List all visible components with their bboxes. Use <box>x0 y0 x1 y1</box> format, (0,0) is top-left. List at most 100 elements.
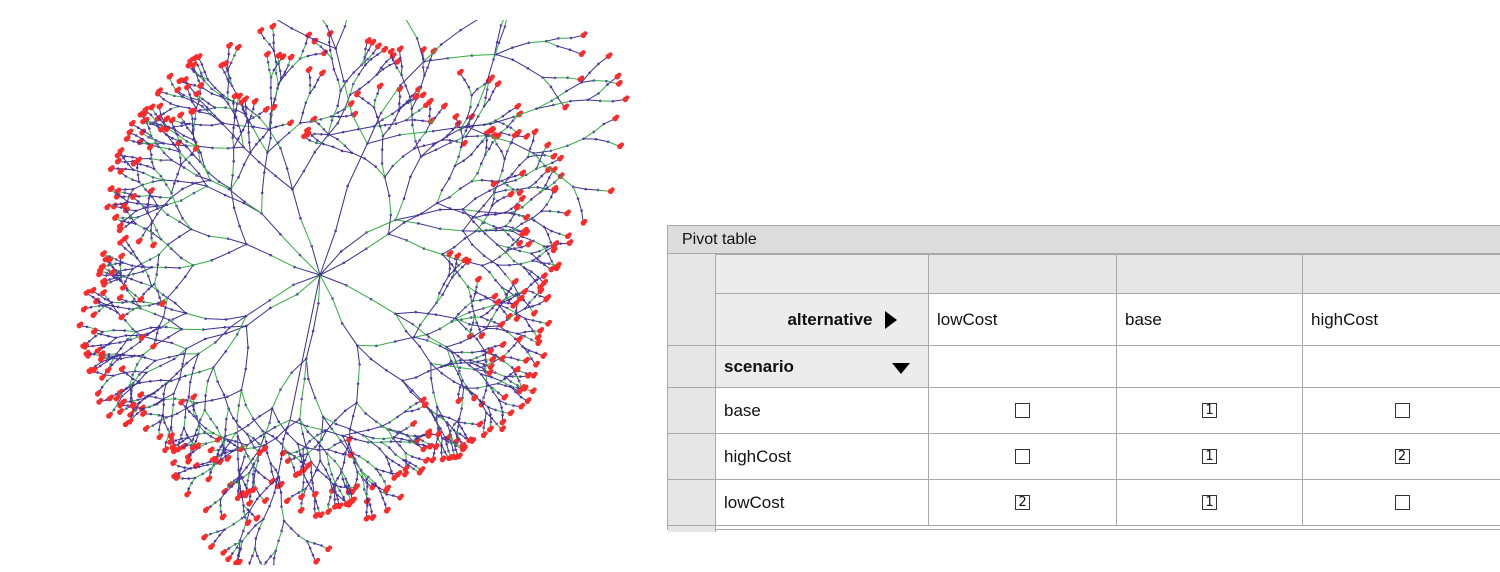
graph-node <box>457 252 462 257</box>
graph-node <box>433 47 438 52</box>
graph-edge <box>261 172 265 193</box>
graph-node <box>247 488 252 493</box>
graph-node <box>272 22 277 27</box>
graph-edge <box>539 152 544 162</box>
graph-edge <box>279 147 288 169</box>
graph-edge <box>491 256 501 263</box>
graph-edge <box>495 115 504 122</box>
graph-edge <box>323 143 334 148</box>
graph-edge <box>543 226 552 232</box>
graph-edge <box>464 230 477 239</box>
graph-node <box>224 60 229 65</box>
graph-edge <box>519 156 529 166</box>
graph-node <box>545 295 550 300</box>
graph-edge <box>199 111 211 115</box>
graph-edge <box>473 328 487 337</box>
graph-edge <box>465 300 474 308</box>
graph-edge <box>451 352 457 362</box>
graph-node <box>519 387 524 392</box>
graph-node <box>141 334 146 339</box>
graph-edge <box>496 143 502 152</box>
graph-edge <box>537 186 547 190</box>
graph-edge <box>470 296 473 307</box>
graph-edge <box>246 243 271 256</box>
graph-node <box>514 278 519 283</box>
graph-node <box>524 384 529 389</box>
graph-edge <box>428 336 447 348</box>
graph-node <box>327 508 332 513</box>
graph-edge <box>266 452 272 464</box>
graph-node <box>497 298 502 303</box>
graph-edge <box>193 185 208 194</box>
graph-edge <box>453 238 466 248</box>
graph-edge <box>335 410 346 421</box>
graph-edge <box>124 320 133 330</box>
graph-node <box>248 499 253 504</box>
graph-node <box>485 139 489 142</box>
graph-edge <box>320 46 327 53</box>
graph-node <box>355 483 360 488</box>
graph-node <box>97 389 102 394</box>
graph-node <box>227 455 232 460</box>
graph-node <box>554 185 559 190</box>
graph-edge <box>496 244 507 253</box>
graph-node <box>537 334 542 339</box>
graph-edge <box>414 145 424 149</box>
graph-edge <box>527 148 531 158</box>
graph-edge <box>312 303 319 332</box>
graph-node <box>543 279 548 284</box>
graph-edge <box>186 140 198 147</box>
graph-edge <box>327 120 333 136</box>
graph-node <box>553 166 558 171</box>
graph-edge <box>381 135 384 150</box>
graph-edge <box>541 204 548 212</box>
graph-node <box>353 110 358 115</box>
graph-node <box>483 358 487 362</box>
graph-node <box>473 394 478 399</box>
graph-edge <box>258 161 276 177</box>
graph-edge <box>462 208 474 223</box>
graph-node <box>328 49 332 52</box>
graph-edge <box>386 369 403 382</box>
graph-node <box>321 69 326 74</box>
graph-node <box>435 443 440 448</box>
graph-edge <box>263 37 270 45</box>
graph-edge <box>140 307 156 315</box>
graph-node <box>121 365 126 370</box>
graph-edge <box>392 59 398 68</box>
graph-edge <box>162 307 167 318</box>
graph-edge <box>359 81 369 90</box>
graph-edge <box>243 447 255 450</box>
graph-edge <box>472 116 479 127</box>
graph-node <box>177 445 182 450</box>
graph-edge <box>379 126 384 137</box>
graph-node <box>430 117 435 122</box>
graph-edge <box>436 294 443 303</box>
graph-edge <box>474 368 486 372</box>
graph-node <box>525 357 530 362</box>
graph-edge <box>240 368 247 391</box>
graph-edge <box>423 248 443 255</box>
graph-edge <box>155 356 170 362</box>
graph-edge <box>449 188 461 198</box>
graph-edge <box>177 105 190 109</box>
graph-edge <box>487 205 493 215</box>
graph-edge <box>464 79 470 88</box>
graph-edge <box>333 69 339 80</box>
graph-node <box>295 471 300 476</box>
graph-node <box>517 129 522 134</box>
graph-node <box>560 172 565 177</box>
graph-edge <box>275 175 293 190</box>
graph-edge <box>531 210 542 219</box>
graph-edge <box>500 380 511 387</box>
graph-edge <box>483 255 498 266</box>
graph-node <box>339 502 344 507</box>
network-graph <box>76 20 630 565</box>
graph-edge <box>144 357 156 362</box>
graph-edge <box>515 174 527 181</box>
graph-edge <box>177 134 188 142</box>
graph-node <box>519 189 524 194</box>
graph-node <box>543 352 548 357</box>
graph-node <box>100 355 105 360</box>
graph-node <box>93 311 98 316</box>
